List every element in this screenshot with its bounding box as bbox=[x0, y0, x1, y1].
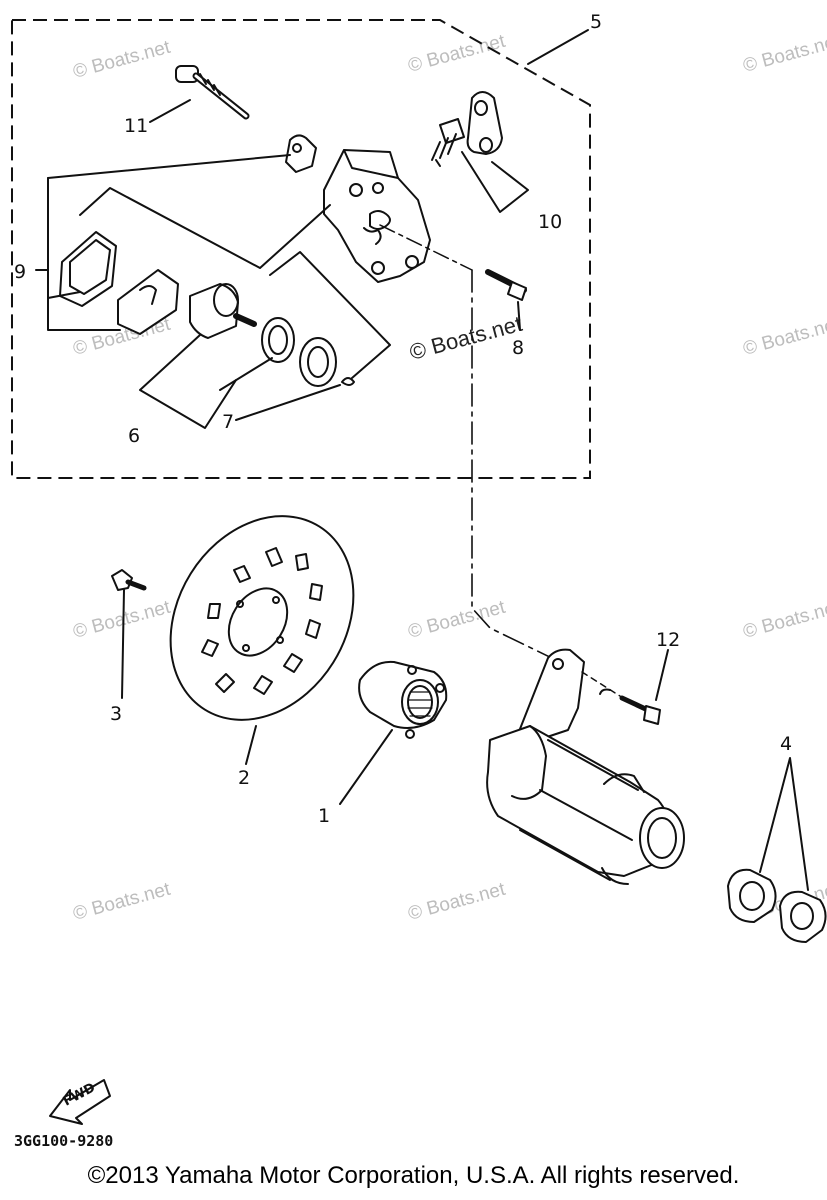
leader-line bbox=[269, 251, 391, 379]
callout-label: 5 bbox=[590, 11, 602, 33]
forward-arrow-icon bbox=[49, 1079, 111, 1125]
piston-part bbox=[189, 283, 257, 339]
callout-label: 6 bbox=[128, 425, 140, 447]
watermark: © Boats.net bbox=[406, 597, 508, 643]
leader-line bbox=[139, 334, 237, 429]
callout-label: 9 bbox=[14, 261, 26, 283]
alignment-line bbox=[471, 269, 561, 663]
caliper-body-part bbox=[285, 134, 431, 283]
alignment-line bbox=[379, 224, 473, 271]
leader-line bbox=[339, 729, 393, 805]
leader-line bbox=[47, 291, 81, 299]
callout-label: 2 bbox=[238, 767, 250, 789]
leader-line bbox=[47, 154, 291, 179]
alignment-line bbox=[581, 671, 621, 697]
callout-label: 12 bbox=[656, 629, 680, 651]
bleed-bolt-part bbox=[485, 269, 527, 301]
pin-bolt-part bbox=[175, 65, 250, 120]
lock-nut-part bbox=[727, 868, 827, 943]
bracket-bolt-part bbox=[599, 688, 661, 725]
watermark: © Boats.net bbox=[741, 31, 827, 77]
leader-line bbox=[219, 357, 273, 391]
callout-label: 1 bbox=[318, 805, 330, 827]
watermark: © Boats.net bbox=[406, 31, 508, 77]
callout-label: 10 bbox=[538, 211, 562, 233]
disc-hub-part bbox=[358, 660, 448, 739]
watermark: © Boats.net bbox=[741, 597, 827, 643]
leader-line bbox=[121, 589, 125, 699]
callout-labels: 1 2 3 4 5 6 7 8 9 10 11 12 bbox=[14, 11, 792, 827]
leader-line bbox=[461, 151, 529, 213]
callout-label: 8 bbox=[512, 337, 524, 359]
callout-label: 3 bbox=[110, 703, 122, 725]
diagram-part-code: 3GG100-9280 bbox=[14, 1132, 113, 1150]
leader-line bbox=[527, 29, 589, 65]
callout-label: 4 bbox=[780, 733, 792, 755]
copyright-notice: ©2013 Yamaha Motor Corporation, U.S.A. A… bbox=[87, 1162, 740, 1189]
brake-disc-part bbox=[169, 515, 355, 721]
brake-pad-part bbox=[59, 231, 179, 335]
bracket-part bbox=[431, 91, 503, 167]
leader-line bbox=[47, 177, 121, 331]
caliper-assembly-boundary bbox=[11, 19, 591, 479]
leader-line bbox=[245, 725, 257, 765]
disc-bolt-part bbox=[111, 569, 147, 591]
watermark: © Boats.net bbox=[407, 311, 525, 365]
caliper-bracket-part bbox=[486, 648, 685, 885]
leader-line bbox=[79, 187, 331, 269]
watermark: © Boats.net bbox=[71, 597, 173, 643]
leader-line bbox=[655, 649, 669, 701]
leader-line bbox=[235, 384, 341, 421]
watermark: © Boats.net bbox=[71, 37, 173, 83]
piston-seal-part bbox=[261, 317, 355, 387]
leader-line bbox=[759, 757, 809, 891]
watermark: © Boats.net bbox=[741, 314, 827, 360]
watermark: © Boats.net bbox=[71, 879, 173, 925]
callout-label: 7 bbox=[222, 411, 234, 433]
leader-line bbox=[517, 301, 521, 331]
callout-label: 11 bbox=[124, 115, 148, 137]
watermark: © Boats.net bbox=[406, 879, 508, 925]
leader-line bbox=[149, 99, 191, 123]
